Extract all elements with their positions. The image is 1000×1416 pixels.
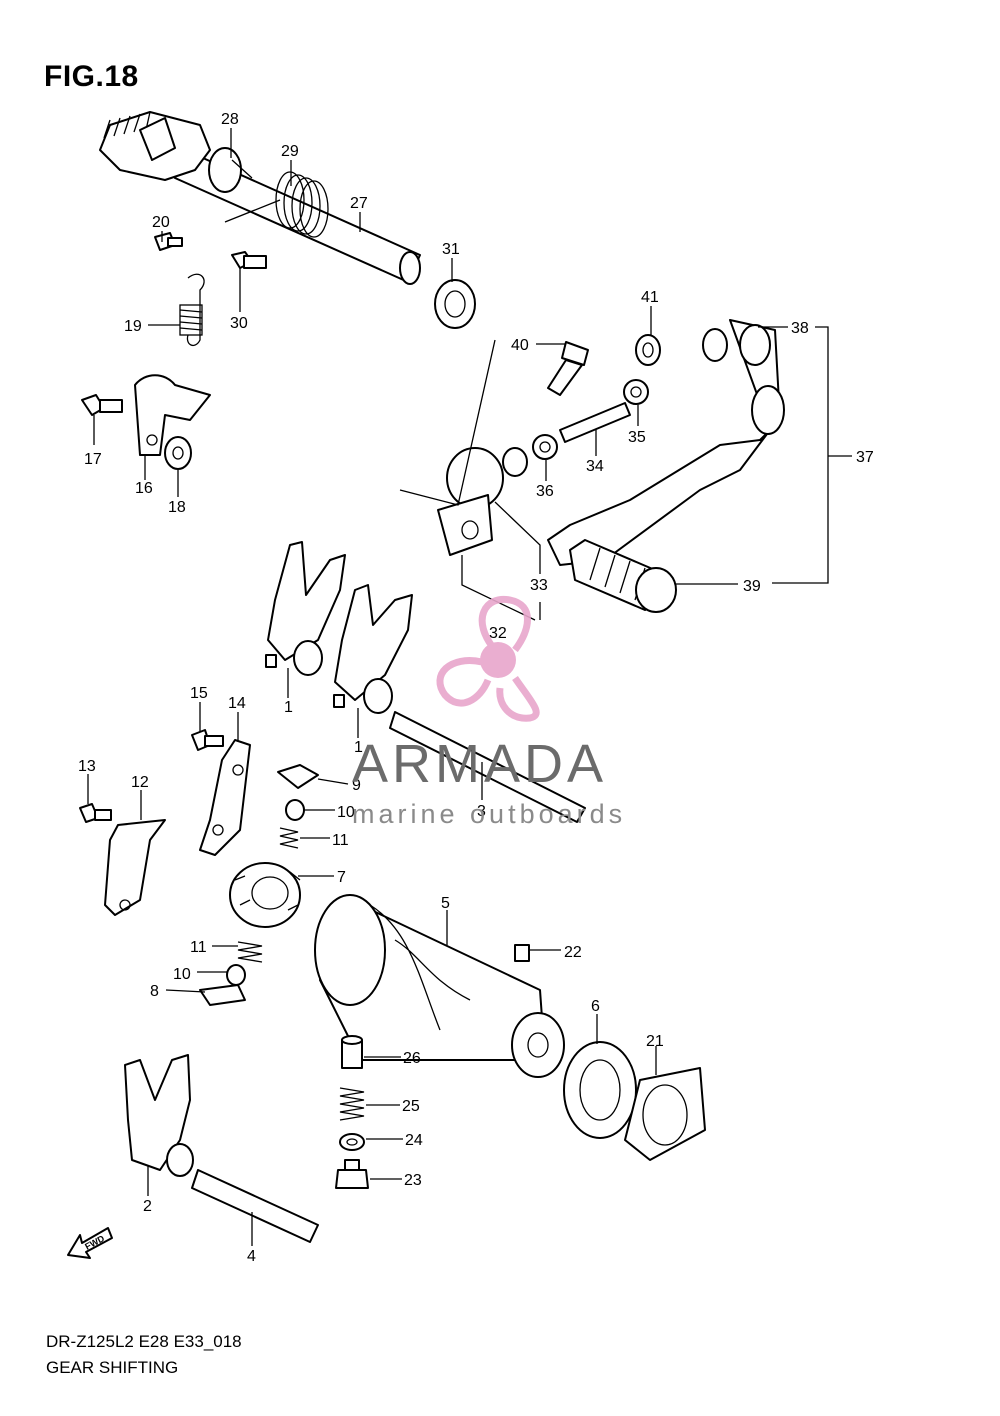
callout-1b: 1 <box>354 739 363 756</box>
callout-1a: 1 <box>284 699 293 716</box>
stopper-plate-set <box>81 374 211 470</box>
callout-12: 12 <box>131 774 149 791</box>
plate-set <box>79 803 166 916</box>
cam-stopper-set <box>191 729 251 856</box>
callout-27: 27 <box>350 195 368 212</box>
gear-shift-lever-assembly <box>437 319 785 613</box>
callout-2: 2 <box>143 1198 152 1215</box>
callout-19: 19 <box>124 318 142 335</box>
callout-14: 14 <box>228 695 246 712</box>
callout-7: 7 <box>337 869 346 886</box>
callout-11-upper: 11 <box>332 832 349 849</box>
callout-22: 22 <box>564 944 582 961</box>
watermark: ARMADA marine outboards <box>352 595 626 829</box>
figure-title: FIG.18 <box>44 60 139 93</box>
fwd-arrow-icon: FWD <box>67 1227 113 1259</box>
callout-13: 13 <box>78 758 96 775</box>
gear-shift-fork-1b <box>333 584 413 714</box>
callout-38: 38 <box>791 320 809 337</box>
callout-9: 9 <box>352 777 361 794</box>
callout-labels: 28 29 27 31 20 19 30 17 16 18 40 41 38 3… <box>78 111 874 1265</box>
washer-and-plate <box>563 1041 706 1161</box>
callout-10-upper: 10 <box>337 804 355 821</box>
callout-6: 6 <box>591 998 600 1015</box>
callout-10-lower: 10 <box>173 966 191 983</box>
callout-15: 15 <box>190 685 208 702</box>
callout-30: 30 <box>230 315 248 332</box>
callout-16: 16 <box>135 480 153 497</box>
gear-shift-fork-2 <box>124 1054 194 1177</box>
callout-28: 28 <box>221 111 239 128</box>
gearshift-cam-5 <box>314 894 565 1078</box>
callout-39: 39 <box>743 578 761 595</box>
cam-driven-gear-7 <box>229 862 301 928</box>
callout-26: 26 <box>403 1050 421 1067</box>
figure-name: GEAR SHIFTING <box>46 1358 179 1377</box>
callout-36: 36 <box>536 483 554 500</box>
callout-33: 33 <box>530 577 548 594</box>
gear-shift-fork-1a <box>265 541 346 676</box>
fork-shaft-4 <box>191 1169 319 1243</box>
callout-8: 8 <box>150 983 159 1000</box>
callout-37: 37 <box>856 449 874 466</box>
callout-18: 18 <box>168 499 186 516</box>
bolt-spring-set <box>154 232 267 347</box>
callout-34: 34 <box>586 458 604 475</box>
fork-shaft-3 <box>389 711 586 823</box>
callout-25: 25 <box>402 1098 420 1115</box>
watermark-brand: ARMADA <box>352 734 607 794</box>
watermark-tagline: marine outboards <box>352 799 626 829</box>
callout-32: 32 <box>489 625 507 642</box>
callout-4: 4 <box>247 1248 256 1265</box>
callout-41: 41 <box>641 289 659 306</box>
leader-lines <box>87 128 852 1246</box>
shift-shaft-assembly <box>99 111 476 329</box>
pawl-set-lower <box>199 941 263 1006</box>
callout-21: 21 <box>646 1033 664 1050</box>
model-code: DR-Z125L2 E28 E33_018 <box>46 1332 242 1351</box>
pawl-set-upper <box>277 764 319 849</box>
neutral-switch-set <box>335 1035 369 1189</box>
callout-23: 23 <box>404 1172 422 1189</box>
callout-24: 24 <box>405 1132 423 1149</box>
callout-31: 31 <box>442 241 460 258</box>
callout-3: 3 <box>477 803 486 820</box>
callout-40: 40 <box>511 337 529 354</box>
callout-11-lower: 11 <box>190 939 207 956</box>
propeller-logo-icon <box>436 595 540 722</box>
callout-29: 29 <box>281 143 299 160</box>
callout-5: 5 <box>441 895 450 912</box>
callout-20: 20 <box>152 214 170 231</box>
callout-35: 35 <box>628 429 646 446</box>
callout-17: 17 <box>84 451 102 468</box>
